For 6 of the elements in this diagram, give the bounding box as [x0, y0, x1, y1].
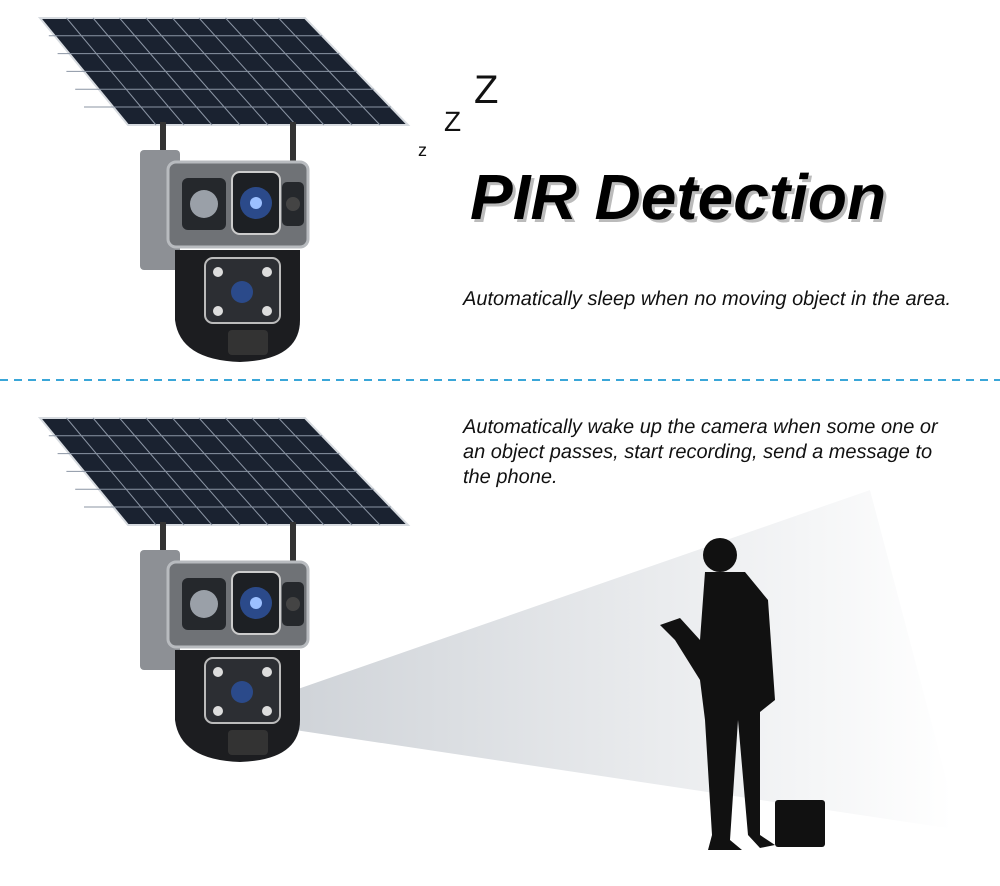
- description-text: Automatically wake up the camera when some one or an object passes, start recording, send a message to the phone.: [463, 415, 940, 490]
- title: PIR Detection: [470, 160, 886, 234]
- sleep-letter: z: [418, 140, 427, 161]
- sleep-letter: Z: [444, 106, 462, 138]
- sleep-letter: Z: [474, 68, 498, 113]
- description-text: Automatically sleep when no moving object in the area.: [463, 287, 952, 312]
